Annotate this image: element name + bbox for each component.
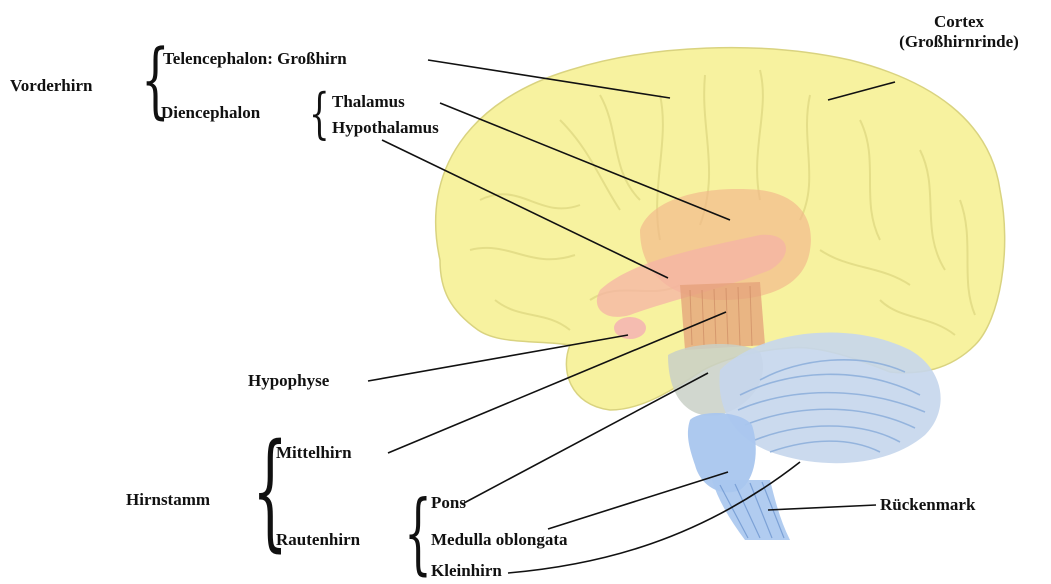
label-diencephalon: Diencephalon	[161, 103, 260, 123]
label-kleinhirn: Kleinhirn	[431, 561, 502, 581]
brace-diencephalon: {	[309, 87, 330, 141]
label-hirnstamm: Hirnstamm	[126, 490, 210, 510]
leader-rueckenmark	[768, 505, 876, 510]
label-medulla: Medulla oblongata	[431, 530, 568, 550]
label-cortex: Cortex (Großhirnrinde)	[874, 12, 1044, 52]
label-hypophyse: Hypophyse	[248, 371, 329, 391]
label-rautenhirn: Rautenhirn	[276, 530, 360, 550]
label-vorderhirn: Vorderhirn	[10, 76, 93, 96]
hypophyse-shape	[614, 317, 646, 339]
label-cortex-line1: Cortex	[874, 12, 1044, 32]
label-cortex-line2: (Großhirnrinde)	[874, 32, 1044, 52]
label-mittelhirn: Mittelhirn	[276, 443, 352, 463]
label-pons: Pons	[431, 493, 466, 513]
label-thalamus: Thalamus	[332, 92, 405, 112]
brace-rautenhirn: {	[404, 489, 432, 577]
label-rueckenmark: Rückenmark	[880, 495, 975, 515]
label-hypothalamus: Hypothalamus	[332, 118, 439, 138]
leader-medulla	[548, 472, 728, 529]
label-telencephalon: Telencephalon: Großhirn	[163, 49, 347, 69]
